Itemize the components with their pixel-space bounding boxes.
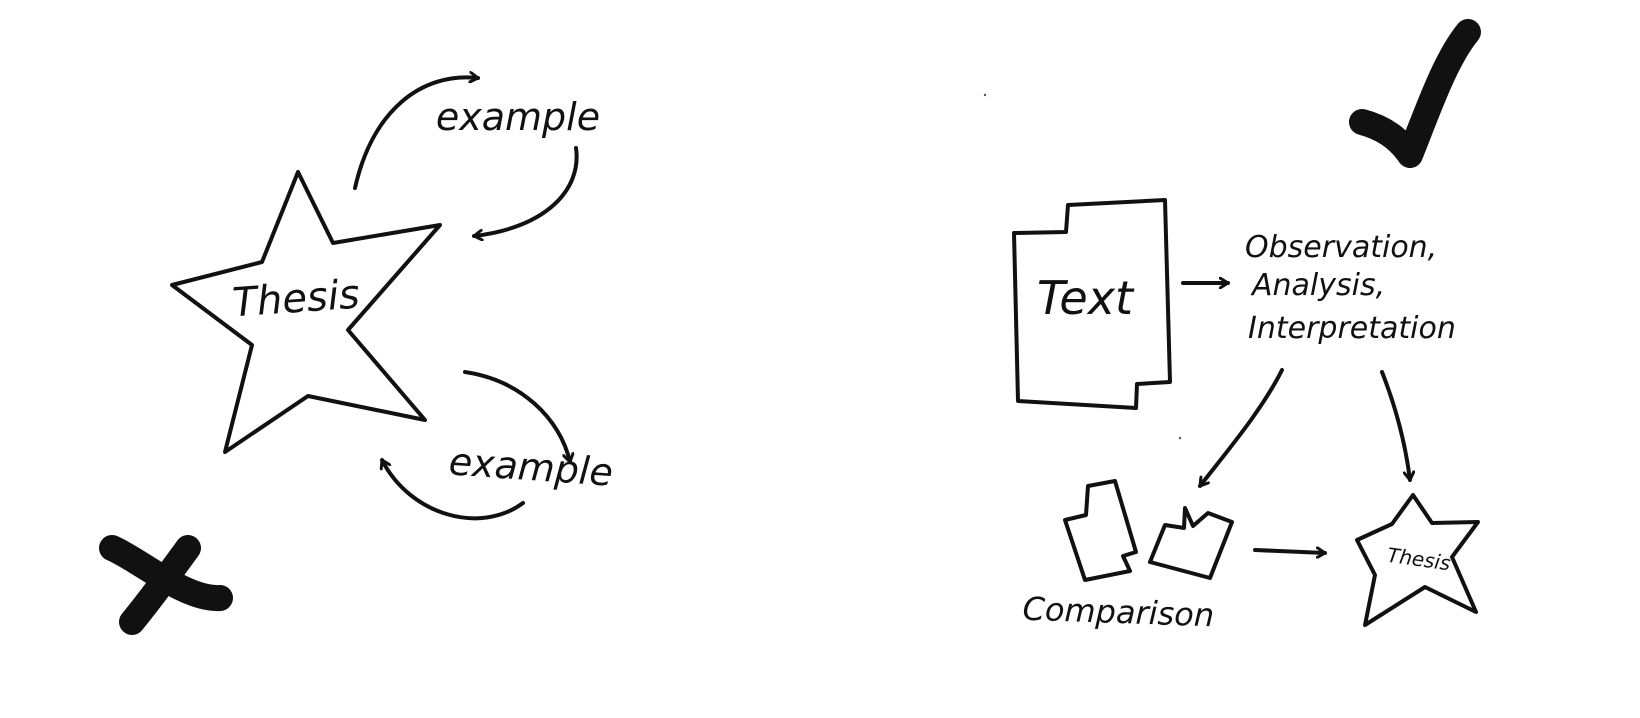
arrow-example-top-to-thesis [472,146,579,236]
process-line-interpretation: Interpretation [1248,311,1456,346]
process-line-observation: Observation, [1245,230,1437,265]
check-mark-icon [1349,19,1481,168]
stray-dot [1178,436,1182,440]
comparison-document-right [1148,506,1234,580]
comparison-label: Comparison [1022,590,1215,635]
comparison-document-left [1063,479,1138,582]
comparison-documents [1063,479,1234,582]
arrow-example-bottom-to-thesis [382,458,525,521]
process-line-analysis: Analysis, [1250,268,1385,303]
stray-dot [983,93,987,97]
process-label: Observation, Analysis, Interpretation [1245,230,1456,346]
arrow-thesis-to-example-top [353,77,480,190]
arrow-thesis-to-example-bottom [463,370,570,464]
arrow-process-to-thesis [1380,370,1410,482]
thesis-star [170,170,442,454]
example-label-bottom: example [447,439,614,494]
text-box-label: Text [1037,271,1135,325]
thesis-label: Thesis [231,272,361,327]
example-label-top: example [436,95,600,139]
cross-mark-icon [99,535,233,635]
right-diagram: Text Observation, Analysis, Interpretati… [983,19,1481,635]
result-thesis-label: Thesis [1386,543,1452,576]
left-diagram: Thesis example example [99,77,614,635]
text-document-shape [1012,198,1172,410]
arrow-comparison-to-thesis [1253,550,1327,553]
result-thesis-star [1355,493,1480,627]
arrow-process-to-comparison [1198,368,1284,488]
